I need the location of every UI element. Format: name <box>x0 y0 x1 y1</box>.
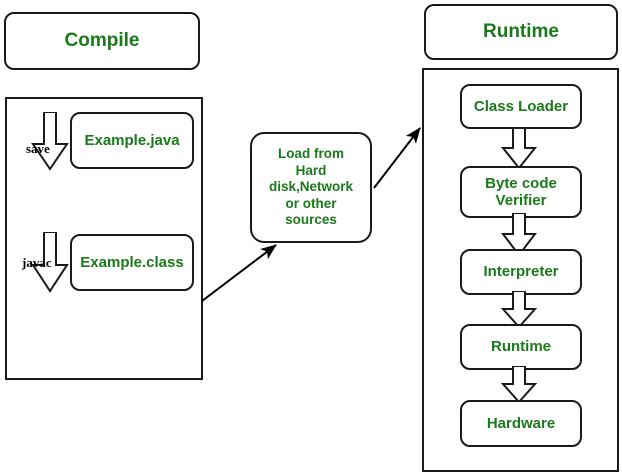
loader-line-1: Load from <box>278 146 344 162</box>
block-arrow-down-icon-verifier-to-interpreter <box>497 213 541 257</box>
interpreter-box: Interpreter <box>460 249 582 295</box>
javac-arrow-label: javac <box>22 255 52 270</box>
byte-code-verifier-box: Byte code Verifier <box>460 166 582 218</box>
line-arrow-icon-loader-to-runtime <box>372 118 432 193</box>
hardware-label: Hardware <box>486 414 556 432</box>
runtime-step-box: Runtime <box>460 324 582 370</box>
runtime-header-label: Runtime <box>483 21 559 43</box>
block-arrow-down-icon-interpreter-to-runtime <box>497 291 541 329</box>
block-arrow-down-icon-classloader-to-verifier <box>497 128 541 170</box>
byte-code-verifier-line-1: Byte code <box>485 174 557 192</box>
line-arrow-icon-compile-to-loader <box>200 235 290 305</box>
block-arrow-down-icon-javac <box>27 232 73 294</box>
block-arrow-down-icon-runtime-to-hardware <box>497 366 541 404</box>
loader-line-3: disk,Network <box>268 179 354 195</box>
class-loader-label: Class Loader <box>473 97 569 115</box>
save-arrow-label: save <box>26 141 50 156</box>
example-class-box: Example.class <box>70 234 194 291</box>
interpreter-label: Interpreter <box>483 263 559 281</box>
hardware-box: Hardware <box>460 400 582 447</box>
runtime-header-box: Runtime <box>424 4 618 60</box>
example-java-label: Example.java <box>84 131 180 149</box>
example-java-box: Example.java <box>70 112 194 169</box>
loader-line-5: sources <box>285 212 337 228</box>
example-class-label: Example.class <box>80 253 184 271</box>
class-loader-box: Class Loader <box>460 84 582 129</box>
loader-line-2: Hard <box>295 162 327 178</box>
loader-box: Load from Hard disk,Network or other sou… <box>250 132 372 243</box>
compile-header-box: Compile <box>4 12 200 70</box>
runtime-step-label: Runtime <box>491 338 551 356</box>
byte-code-verifier-line-2: Verifier <box>495 192 547 209</box>
block-arrow-down-icon-save <box>27 112 73 172</box>
loader-line-4: or other <box>285 195 337 211</box>
compile-header-label: Compile <box>64 30 140 52</box>
